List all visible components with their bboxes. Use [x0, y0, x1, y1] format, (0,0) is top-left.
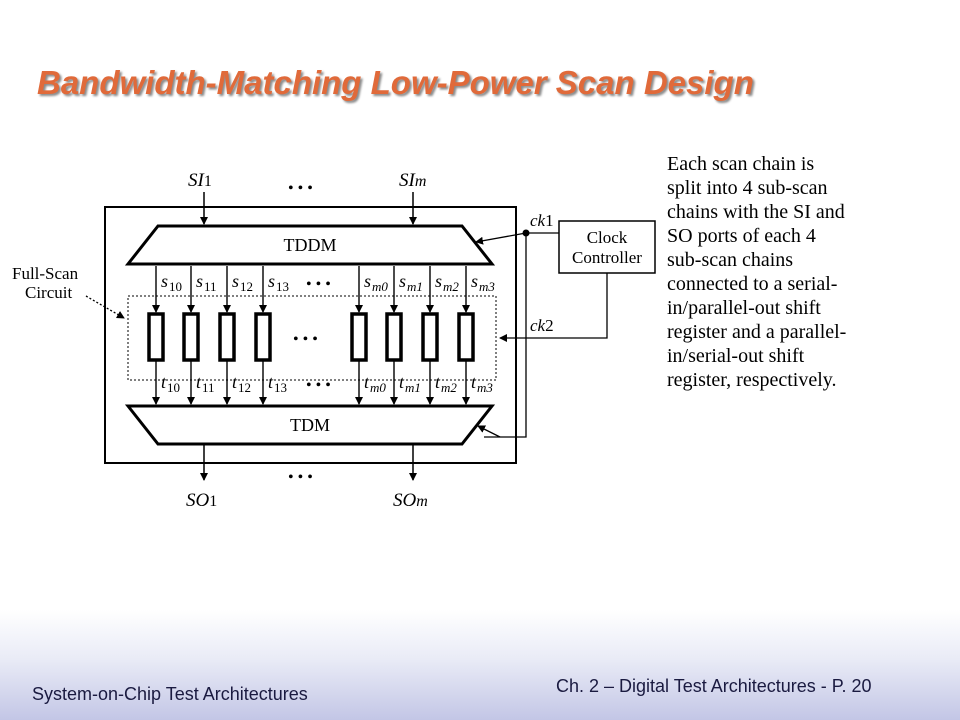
tddm-label: TDDM — [284, 235, 337, 255]
tdm-block — [124, 404, 496, 446]
sub-chain-input-label: sm1 — [399, 271, 423, 294]
scan-chain-region — [127, 295, 497, 381]
description-line: register and a parallel- — [667, 321, 847, 343]
sub-scan-chain — [350, 312, 368, 362]
description-line: register, respectively. — [667, 369, 837, 391]
slide-title: Bandwidth-Matching Low-Power Scan Design — [37, 64, 754, 101]
sub-chain-output-label: t11 — [196, 372, 215, 395]
description-line: in/parallel-out shift — [667, 297, 821, 319]
sub-chain-output-label: t10 — [161, 372, 180, 395]
so-first-label: SO1 — [186, 490, 217, 511]
sub-chain-input-label: s10 — [161, 271, 182, 294]
full-scan-pointer — [85, 295, 125, 319]
si-first-label: SI1 — [188, 170, 212, 191]
sub-scan-chain — [147, 312, 165, 362]
sub-scan-chain — [421, 312, 439, 362]
sub-scan-chain — [457, 312, 475, 362]
si-last-label: SIm — [399, 170, 426, 191]
description-line: Each scan chain is — [667, 153, 815, 175]
bottom-ellipsis: • • • — [288, 469, 313, 486]
t-ellipsis: • • • — [306, 377, 331, 394]
ck2-label: ck2 — [530, 316, 554, 335]
footer-course-title: System-on-Chip Test Architectures — [32, 684, 308, 704]
sub-chain-output-label: tm0 — [364, 372, 386, 395]
clock-controller-box — [558, 220, 656, 274]
description-line: in/serial-out shift — [667, 345, 805, 367]
so-last-label: SOm — [393, 490, 428, 511]
ck1-to-tddm — [475, 232, 527, 245]
clock-label-line2: Controller — [572, 248, 642, 267]
sub-chain-input-label: s11 — [196, 271, 217, 294]
sub-chain-input-label: sm3 — [471, 271, 495, 294]
full-scan-label-line2: Circuit — [25, 283, 72, 302]
full-scan-label-line1: Full-Scan — [12, 264, 79, 283]
sub-chain-output-label: t13 — [268, 372, 287, 395]
sub-chain-output-label: t12 — [232, 372, 251, 395]
chain-ellipsis: • • • — [293, 331, 318, 348]
ck1-to-tdm — [484, 233, 527, 438]
ck2-line — [499, 273, 608, 342]
sub-chain-output-label: tm2 — [435, 372, 457, 395]
sub-chain-output-label: tm1 — [399, 372, 421, 395]
description-line: split into 4 sub-scan — [667, 177, 828, 199]
footer-band — [0, 610, 960, 720]
sub-chain-input-label: sm2 — [435, 271, 459, 294]
description-line: chains with the SI and — [667, 201, 845, 223]
footer-chapter-page: Ch. 2 – Digital Test Architectures - P. … — [556, 676, 872, 696]
sub-scan-chain — [254, 312, 272, 362]
sub-scan-chain — [385, 312, 403, 362]
sub-chain-output-label: tm3 — [471, 372, 493, 395]
s-ellipsis: • • • — [306, 276, 331, 293]
ck1-label: ck1 — [530, 211, 554, 230]
tddm-block — [124, 224, 496, 266]
ck1-tdm-arrow — [477, 425, 501, 438]
description-line: SO ports of each 4 — [667, 225, 816, 247]
sub-chain-input-label: s13 — [268, 271, 289, 294]
full-scan-circuit-box — [104, 206, 517, 464]
sub-scan-chain — [182, 312, 200, 362]
description-line: connected to a serial- — [667, 273, 838, 295]
sub-chain-input-label: sm0 — [364, 271, 388, 294]
tdm-label: TDM — [290, 415, 330, 435]
top-ellipsis: • • • — [288, 180, 313, 197]
sub-scan-chain — [218, 312, 236, 362]
sub-chain-input-label: s12 — [232, 271, 253, 294]
clock-label-line1: Clock — [587, 228, 628, 247]
description-line: sub-scan chains — [667, 249, 794, 271]
